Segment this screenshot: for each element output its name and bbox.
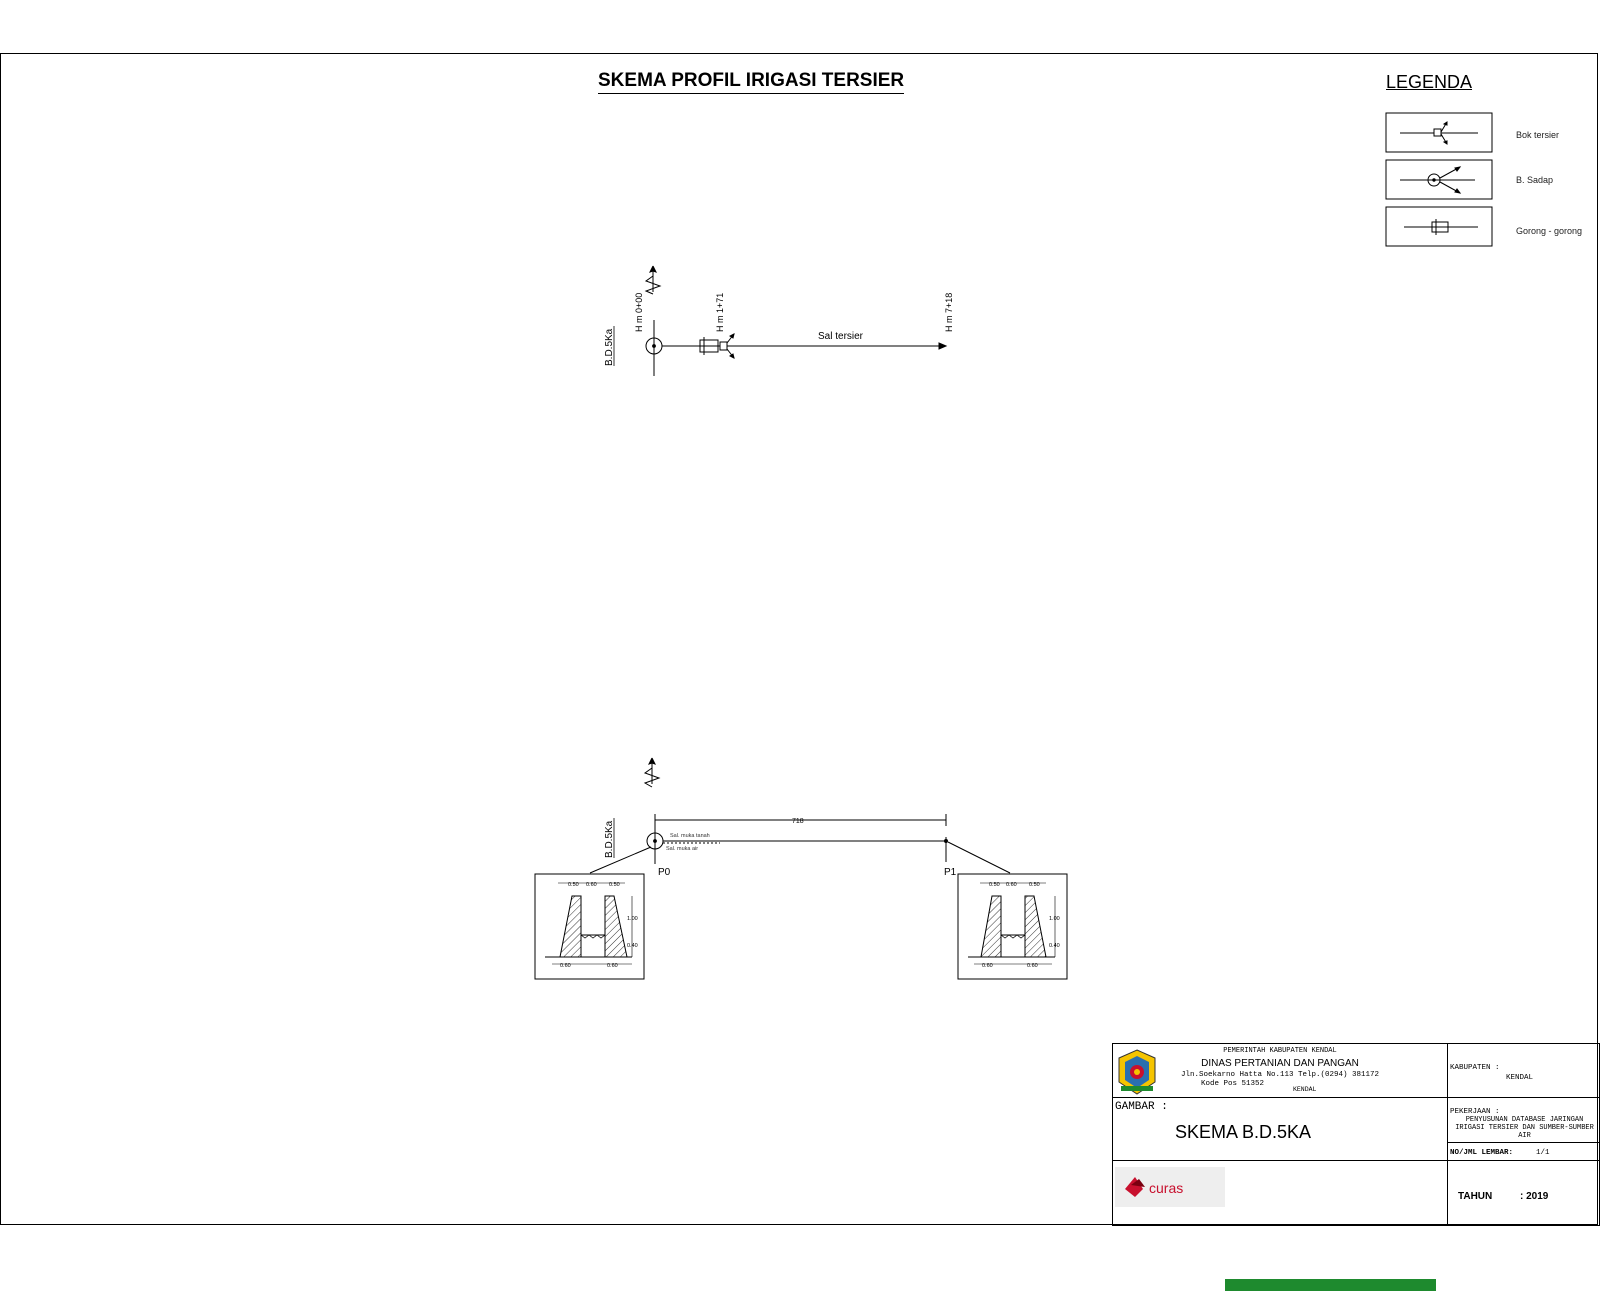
tb-address: Jln.Soekarno Hatta No.113 Telp.(0294) 38… <box>1180 1071 1380 1079</box>
dim-top-1-p1: 0.60 <box>1006 882 1017 888</box>
dim-bottom-1-p1: 0.60 <box>1027 963 1038 969</box>
legend-label-b-sadap: B. Sadap <box>1516 175 1554 185</box>
tb-sheet-label: NO/JML LEMBAR: <box>1450 1149 1514 1157</box>
dim-freeboard: 0.40 <box>627 943 638 949</box>
station-label-0: H m 0+00 <box>634 293 644 332</box>
culvert-icon <box>699 337 719 355</box>
north-arrow-icon <box>643 757 661 788</box>
drawing-sheet <box>0 53 1598 1225</box>
dim-bottom-0-p1: 0.60 <box>982 963 993 969</box>
tb-year-cell: TAHUN : 2019 <box>1447 1160 1600 1226</box>
tb-agency: DINAS PERTANIAN DAN PANGAN <box>1201 1058 1359 1069</box>
legend-symbols <box>1385 112 1493 247</box>
curas-logo-text: curas <box>1149 1180 1183 1196</box>
schema-diagram <box>644 265 948 376</box>
tb-pekerjaan-cell: PEKERJAAN : PENYUSUNAN DATABASE JARINGAN… <box>1447 1097 1600 1143</box>
legend-title: LEGENDA <box>1386 72 1473 92</box>
cross-section-p1 <box>957 873 1068 980</box>
dim-bottom-0: 0.60 <box>560 963 571 969</box>
tb-gambar-label: GAMBAR : <box>1115 1101 1168 1113</box>
cross-section-p0 <box>534 873 645 980</box>
tb-year-label: TAHUN <box>1458 1191 1493 1202</box>
tb-pekerjaan-value: PENYUSUNAN DATABASE JARINGAN IRIGASI TER… <box>1455 1116 1594 1140</box>
tb-kabupaten-cell: KABUPATEN : KENDAL <box>1447 1043 1600 1098</box>
line-label-ground: Sal. muka tanah <box>670 833 710 839</box>
title-block: PEMERINTAH KABUPATEN KENDAL DINAS PERTAN… <box>1112 1043 1600 1291</box>
north-arrow-icon <box>644 265 662 295</box>
line-label-water: Sal. muka air <box>666 846 698 852</box>
dim-height-p1: 1.00 <box>1049 916 1060 922</box>
legend-label-gorong-gorong: Gorong - gorong <box>1516 226 1583 236</box>
tb-kabupaten-label: KABUPATEN : <box>1450 1064 1500 1072</box>
dim-top-0-p1: 0.50 <box>989 882 1000 888</box>
point-label-p0: P0 <box>658 867 671 878</box>
tb-company-cell: curas <box>1112 1160 1448 1291</box>
profile-diagram <box>534 757 1068 980</box>
tb-pekerjaan-label: PEKERJAAN : <box>1450 1108 1500 1116</box>
tb-gambar-cell: GAMBAR : SKEMA B.D.5KA <box>1112 1097 1448 1161</box>
tb-year-value: : 2019 <box>1520 1191 1549 1202</box>
channel-label: Sal tersier <box>818 331 864 342</box>
bok-tersier-structure-icon <box>719 333 735 359</box>
green-strip <box>1225 1279 1436 1291</box>
curas-logo-icon: curas <box>1115 1167 1225 1207</box>
dim-top-2-p1: 0.50 <box>1029 882 1040 888</box>
tb-gov: PEMERINTAH KABUPATEN KENDAL <box>1223 1047 1337 1055</box>
station-label-2: H m 7+18 <box>944 293 954 332</box>
page-title: SKEMA PROFIL IRIGASI TERSIER <box>598 70 905 94</box>
dim-bottom-1: 0.60 <box>607 963 618 969</box>
kendal-emblem-icon <box>1118 1049 1156 1095</box>
point-label-p1: P1 <box>944 867 957 878</box>
schema-code-label: B.D.5Ka <box>604 328 615 366</box>
length-label: 718 <box>792 818 804 825</box>
tb-sheet-value: 1/1 <box>1536 1149 1550 1157</box>
legend-box-b-sadap <box>1385 159 1493 200</box>
tb-postal: Kode Pos 51352 <box>1201 1080 1265 1088</box>
dim-freeboard-p1: 0.40 <box>1049 943 1060 949</box>
legend-label-bok-tersier: Bok tersier <box>1516 130 1560 140</box>
dim-top-0: 0.50 <box>568 882 579 888</box>
dim-top-2: 0.50 <box>609 882 620 888</box>
tb-agency-cell: PEMERINTAH KABUPATEN KENDAL DINAS PERTAN… <box>1112 1043 1448 1098</box>
gorong-gorong-icon <box>1431 221 1449 233</box>
dim-top-1: 0.60 <box>586 882 597 888</box>
tb-drawing-title: SKEMA B.D.5KA <box>1175 1122 1312 1142</box>
tb-kabupaten-value: KENDAL <box>1506 1074 1534 1082</box>
dim-height: 1.00 <box>627 916 638 922</box>
legend-box-gorong-gorong <box>1385 206 1493 247</box>
profile-code-label: B.D.5Ka <box>604 820 615 858</box>
tb-sheet-cell: NO/JML LEMBAR: 1/1 <box>1447 1142 1600 1161</box>
station-label-1: H m 1+71 <box>715 293 725 332</box>
legend-box-bok-tersier <box>1385 112 1493 153</box>
tb-city: KENDAL <box>1293 1086 1317 1093</box>
bok-tersier-icon <box>1433 128 1442 137</box>
b-sadap-icon <box>1427 173 1441 187</box>
